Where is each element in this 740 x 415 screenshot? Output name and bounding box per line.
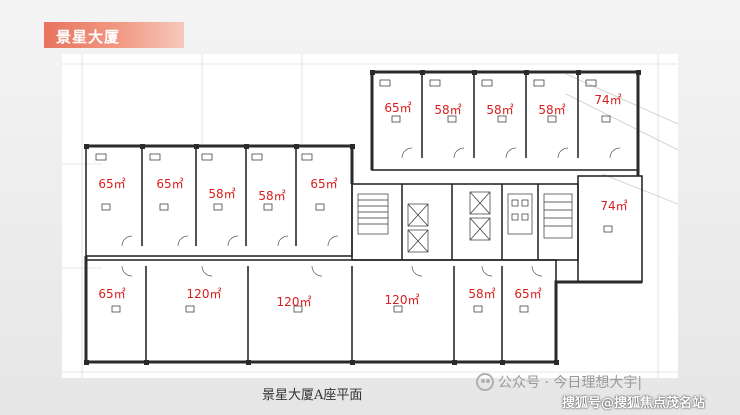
- unit-area-label: 120㎡: [276, 295, 312, 309]
- unit-area-label: 74㎡: [600, 199, 628, 213]
- wechat-source: 公众号 · 今日理想大宇|: [476, 372, 642, 392]
- wechat-account-text: 公众号 · 今日理想大宇|: [498, 375, 643, 391]
- watermark-text: 搜狐号@搜狐焦点茂名站: [562, 396, 706, 411]
- unit-area-label: 120㎡: [186, 287, 222, 301]
- unit-area-label: 65㎡: [514, 287, 542, 301]
- room-interiors: [95, 79, 613, 313]
- wechat-icon: [476, 373, 494, 391]
- unit-area-label: 65㎡: [98, 177, 126, 191]
- unit-area-label: 58㎡: [258, 189, 286, 203]
- unit-area-label: 65㎡: [98, 287, 126, 301]
- floor-plan-drawing: [62, 54, 678, 378]
- unit-area-label: 65㎡: [310, 177, 338, 191]
- unit-area-label: 58㎡: [208, 187, 236, 201]
- floor-plan: 65㎡ 58㎡ 58㎡ 58㎡ 74㎡ 65㎡ 65㎡ 58㎡ 58㎡ 65㎡ …: [62, 54, 678, 378]
- core-stairs-elevators: [357, 191, 573, 253]
- unit-area-label: 58㎡: [538, 103, 566, 117]
- door-swings: [121, 147, 621, 277]
- unit-area-label: 120㎡: [384, 293, 420, 307]
- unit-area-label: 58㎡: [486, 103, 514, 117]
- unit-area-label: 65㎡: [384, 101, 412, 115]
- unit-area-label: 58㎡: [434, 103, 462, 117]
- page-title: 景星大厦: [56, 28, 121, 46]
- plan-caption: 景星大厦A座平面: [262, 388, 363, 403]
- unit-area-label: 58㎡: [468, 287, 496, 301]
- unit-area-label: 65㎡: [156, 177, 184, 191]
- title-tab: 景星大厦: [44, 22, 184, 48]
- dimension-lines: [565, 73, 678, 205]
- grid-lines: [62, 54, 678, 378]
- column-markers: [84, 70, 641, 365]
- unit-area-label: 74㎡: [594, 93, 622, 107]
